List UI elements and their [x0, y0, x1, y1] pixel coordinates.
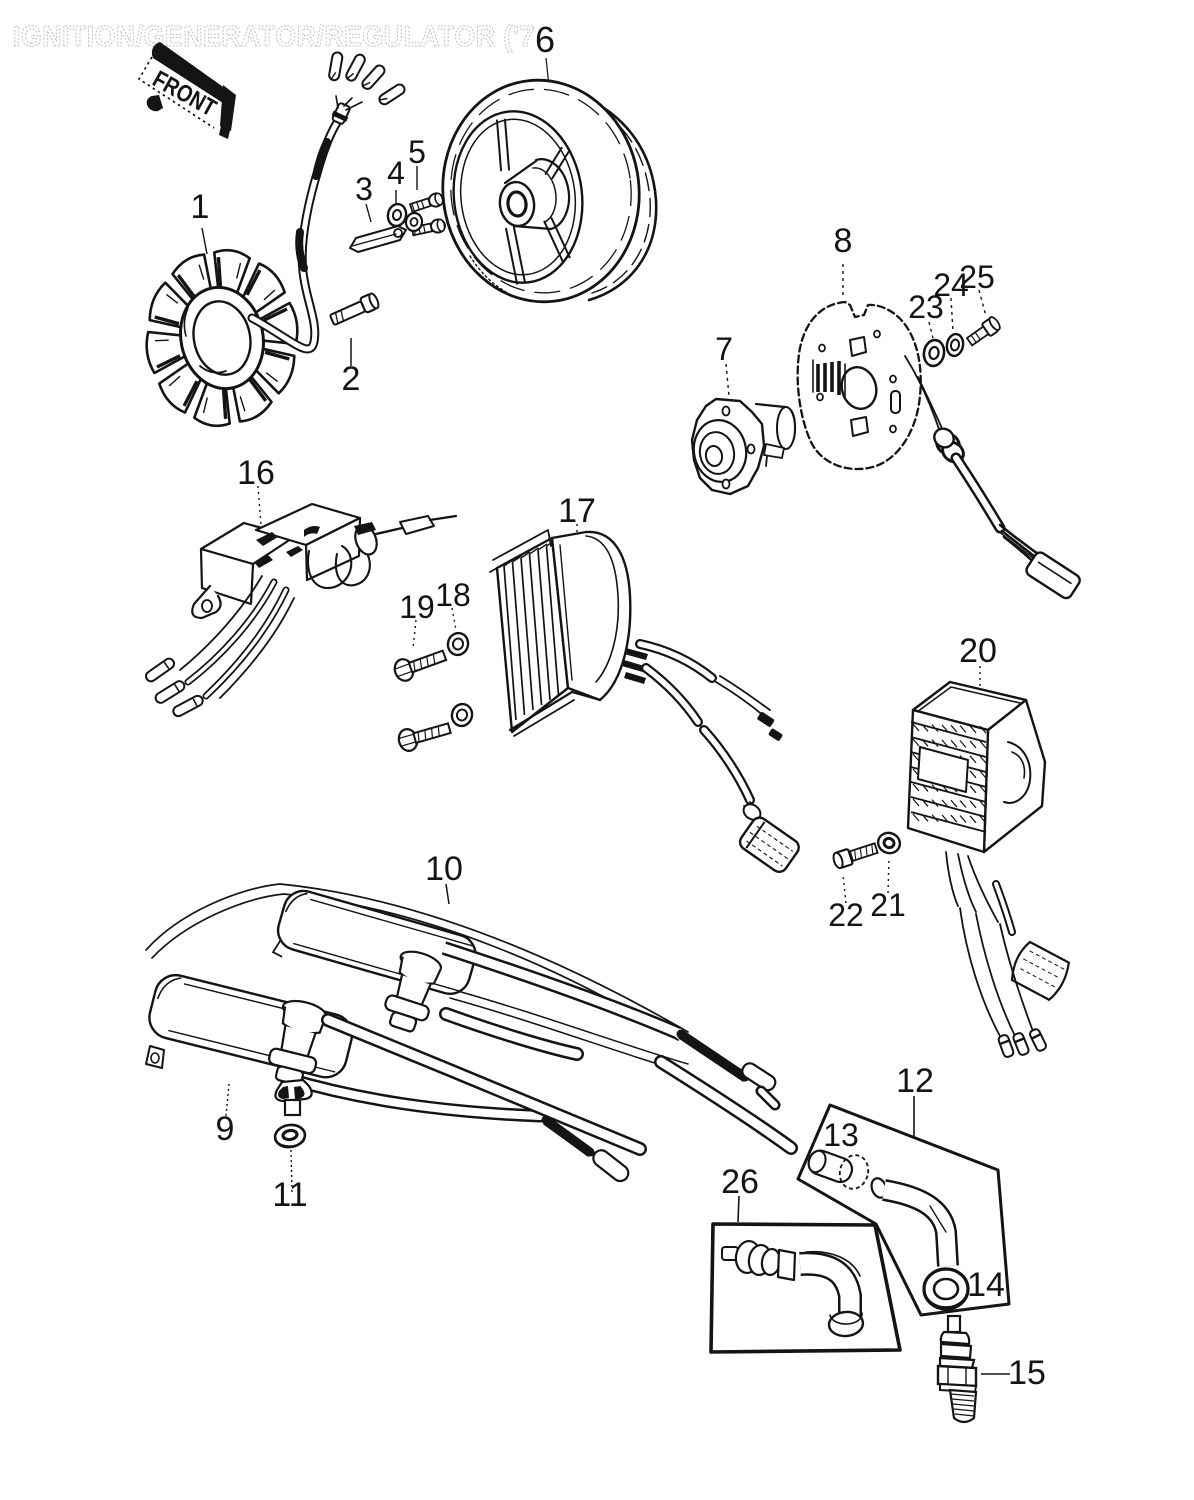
svg-text:8: 8: [834, 222, 853, 260]
svg-text:2: 2: [342, 360, 361, 398]
svg-text:25: 25: [959, 259, 995, 295]
svg-text:IGNITION/GENERATOR/REGULATOR (: IGNITION/GENERATOR/REGULATOR ('7: [13, 21, 535, 53]
svg-text:4: 4: [387, 155, 405, 191]
svg-text:16: 16: [237, 454, 275, 492]
svg-text:26: 26: [721, 1163, 759, 1201]
svg-text:24: 24: [933, 267, 969, 303]
svg-text:19: 19: [399, 589, 435, 625]
svg-text:12: 12: [896, 1062, 934, 1100]
svg-text:9: 9: [216, 1110, 235, 1148]
svg-text:20: 20: [959, 632, 997, 670]
svg-text:7: 7: [715, 331, 733, 367]
svg-text:3: 3: [355, 171, 373, 207]
svg-text:11: 11: [272, 1176, 307, 1214]
svg-text:1: 1: [191, 188, 210, 226]
svg-text:6: 6: [535, 19, 555, 60]
svg-text:14: 14: [967, 1266, 1005, 1304]
svg-text:15: 15: [1008, 1354, 1046, 1392]
svg-text:17: 17: [558, 492, 596, 530]
svg-text:23: 23: [908, 289, 944, 325]
svg-text:13: 13: [823, 1117, 859, 1153]
svg-text:10: 10: [425, 850, 463, 888]
svg-text:5: 5: [408, 134, 426, 170]
svg-text:18: 18: [435, 577, 471, 613]
